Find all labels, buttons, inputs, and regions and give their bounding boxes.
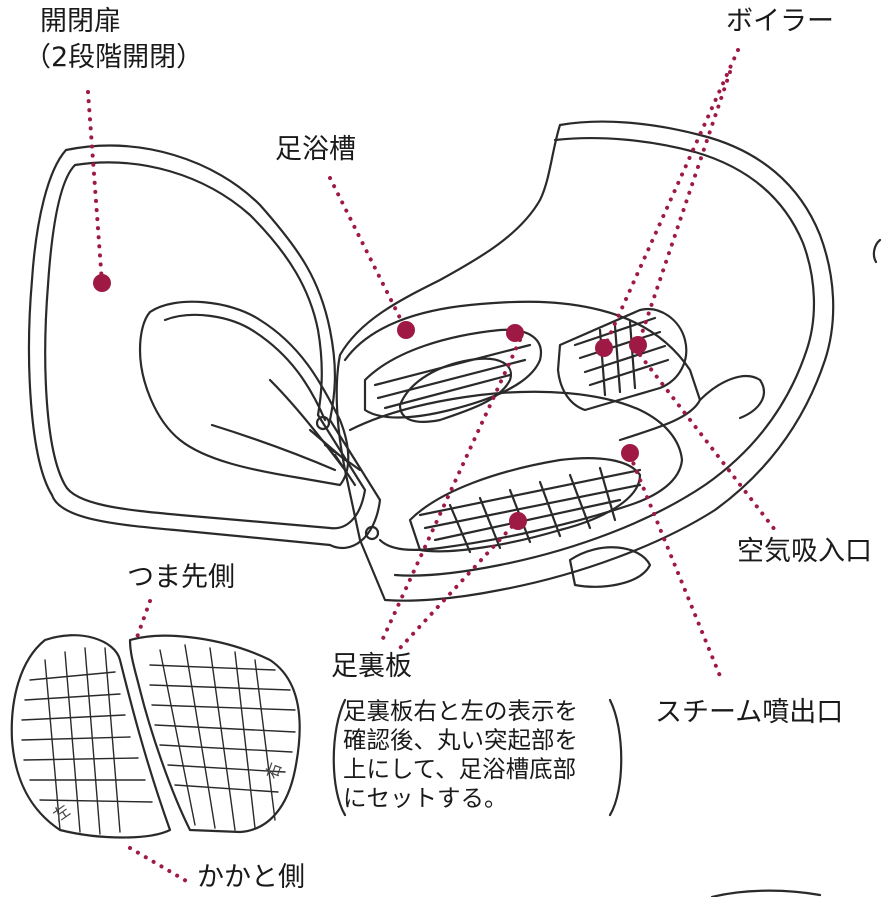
label-door-sub: （2段階開閉） — [24, 42, 203, 74]
leader-boiler-a — [604, 50, 738, 348]
plate-mark-left: 左 — [49, 801, 73, 826]
label-heel-side: かかと側 — [197, 862, 305, 894]
note-line: 確認後、丸い突起部を — [343, 726, 578, 755]
plate-mark-right: 右 — [262, 760, 285, 782]
label-steam-outlet: スチーム噴出口 — [655, 697, 843, 729]
marker-door — [93, 274, 111, 292]
marker-boiler-1 — [595, 339, 613, 357]
leader-door — [88, 92, 102, 283]
note-bracket-right — [610, 700, 621, 815]
marker-tub — [397, 321, 415, 339]
label-air-intake: 空気吸入口 — [737, 536, 872, 568]
tub-body — [310, 122, 833, 601]
label-toe-side: つま先側 — [127, 562, 235, 594]
note-line: 足裏板右と左の表示を — [343, 697, 578, 726]
marker-sole-bottom — [509, 512, 527, 530]
leader-boiler-b — [638, 72, 730, 345]
sole-plate-note: 足裏板右と左の表示を 確認後、丸い突起部を 上にして、足浴槽底部 にセットする。 — [343, 697, 578, 813]
label-tub: 足浴槽 — [275, 134, 356, 166]
leader-tub — [330, 178, 406, 330]
marker-boiler-2 — [629, 336, 647, 354]
label-sole-plate: 足裏板 — [331, 651, 412, 683]
note-line: 上にして、足浴槽底部 — [343, 755, 578, 784]
label-boiler: ボイラー — [726, 6, 834, 38]
label-door: 開閉扉 — [40, 6, 121, 38]
marker-steam — [621, 444, 639, 462]
note-line: にセットする。 — [343, 784, 578, 813]
door-panel — [29, 146, 380, 548]
leader-sole-b — [400, 520, 518, 648]
leader-heel — [130, 848, 188, 882]
leader-toe — [136, 601, 150, 640]
leader-steam — [630, 455, 720, 676]
marker-sole-top — [506, 324, 524, 342]
